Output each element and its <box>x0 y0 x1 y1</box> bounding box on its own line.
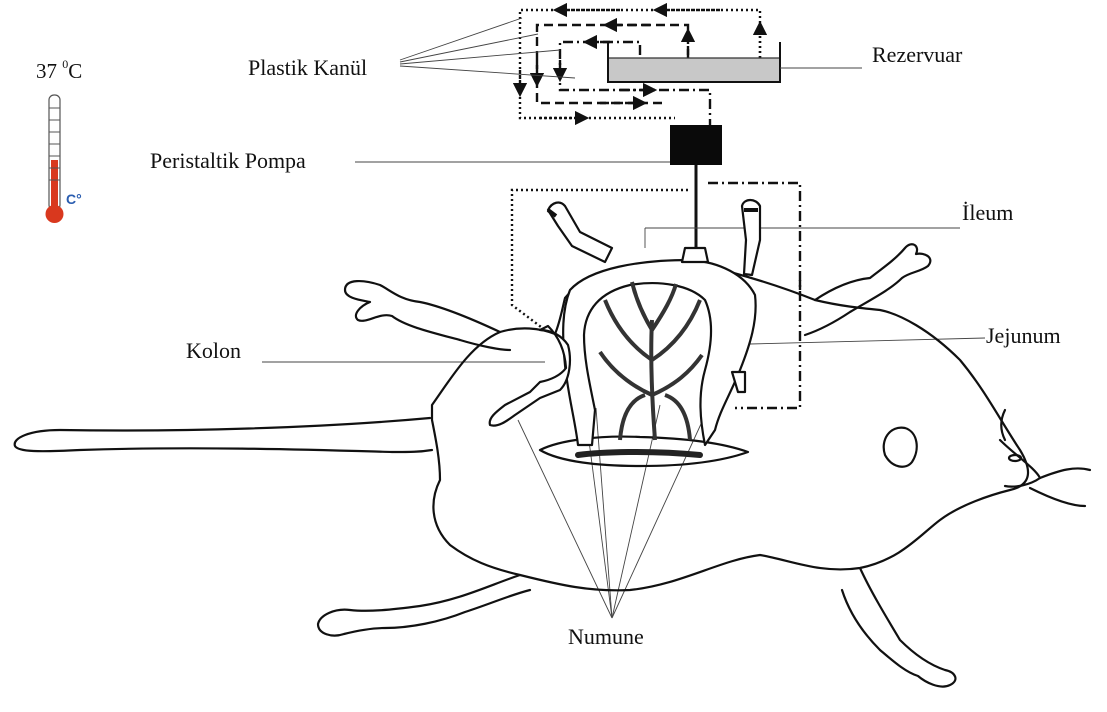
tubing-dashdot <box>560 42 800 408</box>
temperature-value: 37 <box>36 59 57 83</box>
rat-back-left-leg <box>318 575 530 636</box>
intestine-segment <box>490 200 760 445</box>
temperature-unit: C <box>68 59 82 83</box>
rat-snout <box>1000 440 1040 487</box>
reservoir-label: Rezervuar <box>872 44 962 66</box>
peristaltic-pump <box>670 125 722 165</box>
rat-illustration <box>15 244 1090 686</box>
reservoir <box>608 42 780 82</box>
temperature-label: 37 0C <box>36 58 82 82</box>
jejunum-label: Jejunum <box>986 325 1061 347</box>
mesentery-vessels <box>600 282 702 440</box>
thermometer-icon: C° <box>46 95 82 223</box>
thermometer-scale-text: C° <box>66 191 82 207</box>
peristaltic-pump-label: Peristaltik Pompa <box>150 150 306 172</box>
rat-tail <box>15 418 432 452</box>
sample-label: Numune <box>568 626 644 648</box>
ileum-label: İleum <box>962 202 1013 224</box>
rat-ear <box>884 428 917 467</box>
colon-label: Kolon <box>186 340 241 362</box>
rat-back-right-leg <box>842 568 955 687</box>
plastic-cannula-label: Plastik Kanül <box>248 57 367 79</box>
